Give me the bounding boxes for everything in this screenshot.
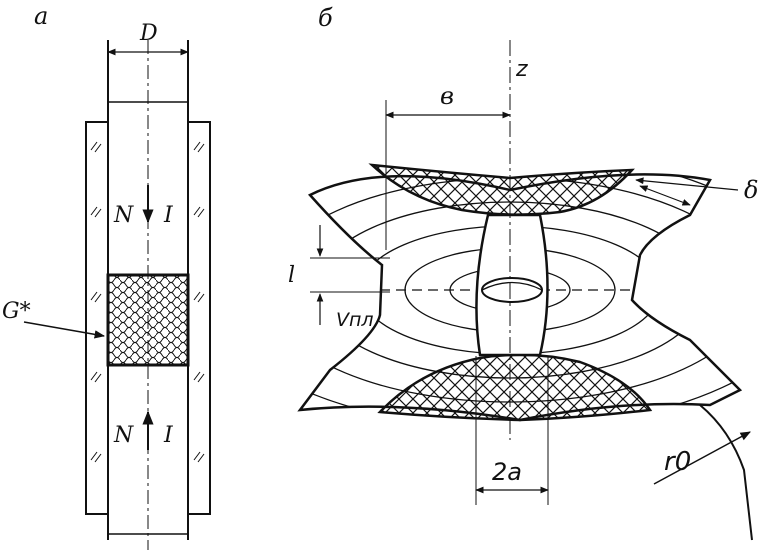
upper-field-label: N: [113, 203, 134, 228]
z-axis-label: z: [515, 57, 528, 82]
velocity-label: Vпл: [336, 309, 374, 331]
zone-width-label: 2a: [492, 458, 522, 486]
lower-field-label: N: [113, 423, 134, 448]
thickness-label: δ: [744, 176, 758, 204]
width-label: в: [440, 82, 454, 110]
feed-label: G*: [2, 299, 31, 324]
thickness-dimension: [639, 185, 691, 206]
radius-arrow: [653, 431, 751, 485]
lower-current-label: I: [163, 423, 174, 448]
upper-current-label: I: [163, 203, 174, 228]
melt-zone-boundary: [475, 213, 549, 357]
bottom-inductor: [377, 353, 653, 422]
tube-wall-left: [85, 121, 109, 515]
radius-label: r0: [664, 447, 691, 477]
tube-wall-right: [187, 121, 211, 515]
panel-a-label: а: [34, 2, 48, 30]
tube-wall-hatch: [90, 141, 205, 463]
panel-b-label: б: [318, 4, 333, 32]
gap-label: l: [288, 263, 295, 288]
feed-arrow: [23, 321, 106, 339]
diameter-label: D: [139, 21, 158, 46]
panel-b: б z в δ: [288, 4, 758, 541]
outer-radius-arc: [699, 404, 753, 541]
top-inductor: [368, 163, 635, 216]
panel-a: а D N I N: [2, 2, 211, 550]
thickness-leader: [635, 177, 739, 191]
melt-core-arc: [481, 281, 543, 291]
